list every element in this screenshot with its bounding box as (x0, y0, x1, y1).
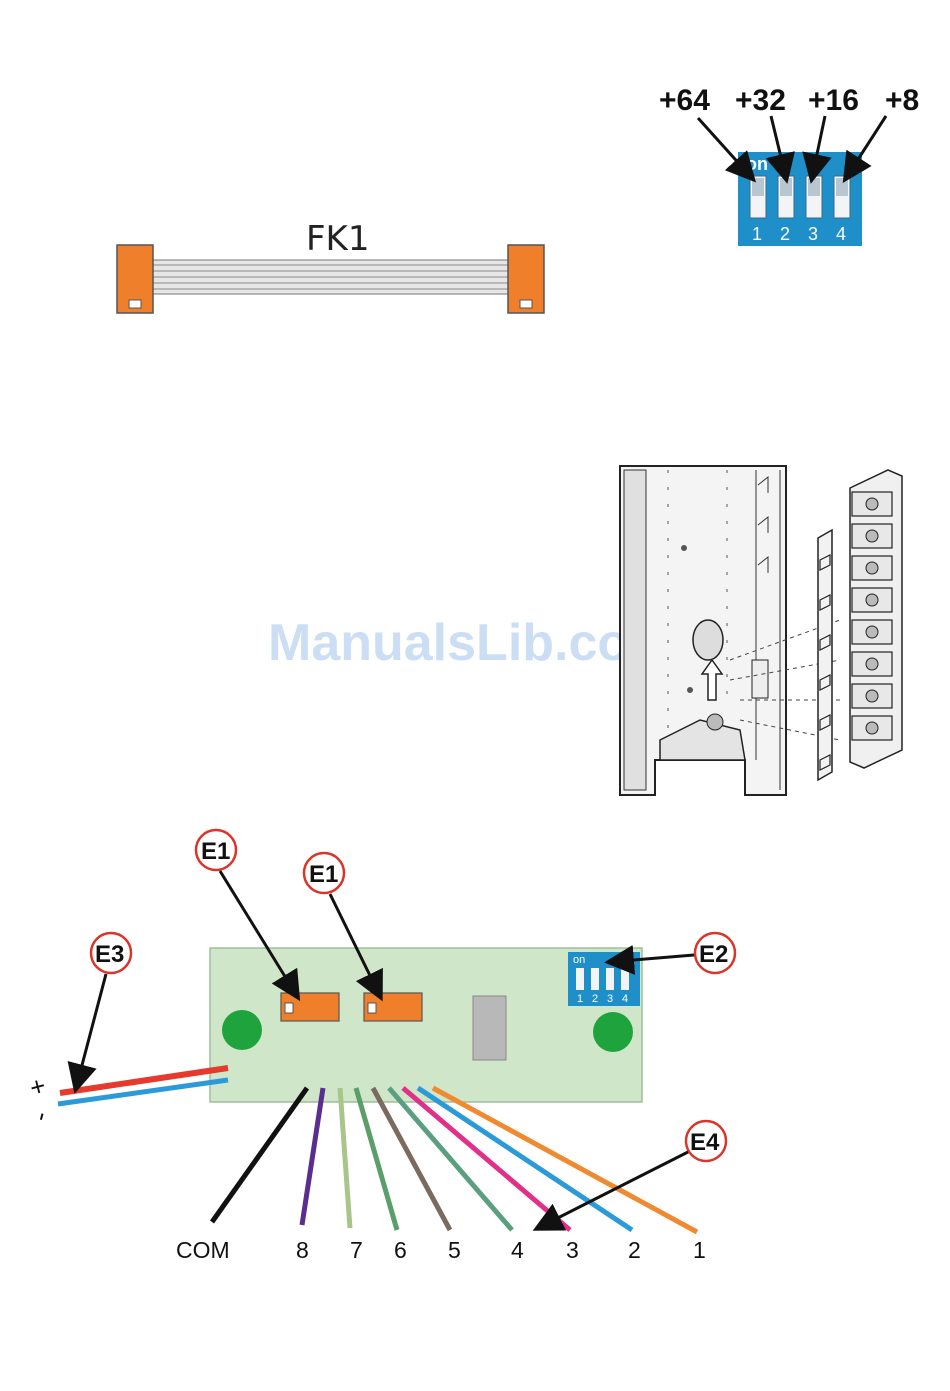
wire-8 (302, 1088, 323, 1225)
dip-weight-label: +32 (735, 84, 786, 117)
dip-arrow-64 (698, 118, 752, 178)
callout-label: E3 (95, 941, 124, 968)
fk1-left-connector (117, 245, 153, 313)
interface-board: on 1 2 3 4 + - COM 8 7 (24, 948, 706, 1263)
polarity-minus-label: - (24, 1108, 55, 1124)
wire-label: 8 (296, 1237, 309, 1263)
output-wires (212, 1088, 697, 1232)
board-dip-number: 1 (577, 993, 583, 1005)
callout-label: E2 (699, 941, 728, 968)
dip-weight-label: +16 (808, 84, 859, 117)
callout-label: E1 (309, 861, 338, 888)
dip-position-number: 3 (808, 224, 818, 244)
callout-label: E1 (201, 838, 230, 865)
dip-position-number: 2 (780, 224, 790, 244)
board-connector-right (364, 993, 422, 1021)
board-dip-number: 4 (622, 993, 628, 1005)
ribbon-wires (152, 260, 510, 294)
wire-6 (356, 1088, 397, 1230)
fk1-cable: FK1 (117, 219, 544, 313)
dip-arrow-8 (846, 116, 886, 178)
dip-toggle-2 (778, 176, 794, 218)
board-dip-number: 2 (592, 993, 598, 1005)
power-wire-positive (60, 1068, 228, 1093)
cable-label: FK1 (306, 219, 369, 259)
mounting-hole (222, 1010, 262, 1050)
dip-toggle-3 (806, 176, 822, 218)
dip-weight-label: +64 (659, 84, 710, 117)
dip-switch-detail: +64 +32 +16 +8 on 1 2 3 4 (659, 84, 919, 246)
board-connector-left (281, 993, 339, 1021)
enclosure-illustration (620, 466, 902, 795)
wire-label: 3 (566, 1237, 579, 1263)
callout-e3: E3 (76, 933, 131, 1088)
wire-label: 2 (628, 1237, 641, 1263)
wire-com (212, 1088, 307, 1222)
wire-label: 6 (394, 1237, 407, 1263)
wire-label: 7 (350, 1237, 363, 1263)
board-dip-on-label: on (573, 954, 585, 966)
mounting-hole (593, 1012, 633, 1052)
wire-7 (340, 1088, 350, 1228)
callout-e4: E4 (538, 1121, 726, 1228)
callout-label: E4 (690, 1129, 720, 1156)
dip-weight-label: +8 (885, 84, 919, 117)
wire-label: COM (176, 1237, 230, 1263)
polarity-plus-label: + (26, 1070, 48, 1103)
dip-toggle-1 (750, 176, 766, 218)
wire-5 (373, 1088, 450, 1230)
dip-on-label: on (746, 154, 768, 174)
wire-label: 1 (693, 1237, 706, 1263)
wire-3 (403, 1088, 570, 1230)
dip-position-number: 4 (836, 224, 846, 244)
watermark: ManualsLib.com (268, 614, 675, 672)
wire-label: 4 (511, 1237, 524, 1263)
dip-toggle-4 (834, 176, 850, 218)
board-component (473, 996, 506, 1060)
dip-position-number: 1 (752, 224, 762, 244)
fk1-right-connector (508, 245, 544, 313)
wire-label: 5 (448, 1237, 461, 1263)
wire-1 (433, 1088, 697, 1232)
board-dip-number: 3 (607, 993, 613, 1005)
